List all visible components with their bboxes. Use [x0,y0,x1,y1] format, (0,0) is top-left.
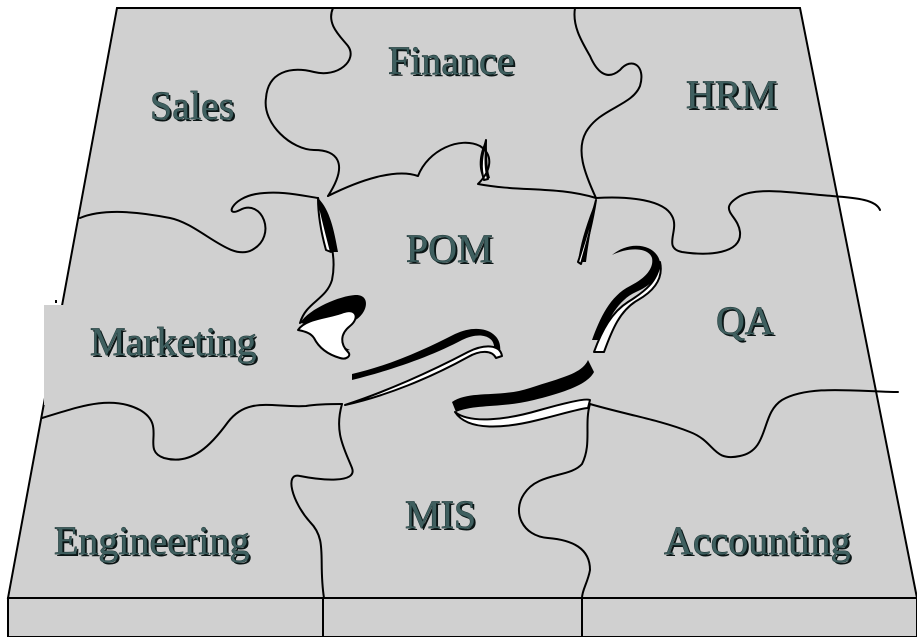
qa-label: QA [716,298,774,343]
board-left-notch [44,305,68,405]
pom-label-shadow: POM [408,228,495,273]
piece-labels: Sales Sales Finance Finance HRM HRM POM … [54,38,853,565]
sales-label-shadow: Sales [152,85,236,130]
mis-label: MIS [405,492,476,537]
engineering-label: Engineering [54,518,250,563]
qa-label-shadow: QA [718,300,776,345]
puzzle-seams [41,7,899,599]
finance-label: Finance [388,38,515,83]
sales-label: Sales [150,83,234,128]
engineering-label-shadow: Engineering [56,520,252,565]
accounting-label: Accounting [664,518,851,563]
marketing-label: Marketing [90,319,257,364]
pom-hole-edges [297,139,662,428]
hrm-label: HRM [686,72,777,117]
puzzle-board-front [7,597,917,637]
finance-label-shadow: Finance [390,40,517,85]
hrm-label-shadow: HRM [688,74,779,119]
pom-label: POM [406,226,493,271]
accounting-label-shadow: Accounting [666,520,853,565]
marketing-label-shadow: Marketing [92,321,259,366]
mis-label-shadow: MIS [407,494,478,539]
